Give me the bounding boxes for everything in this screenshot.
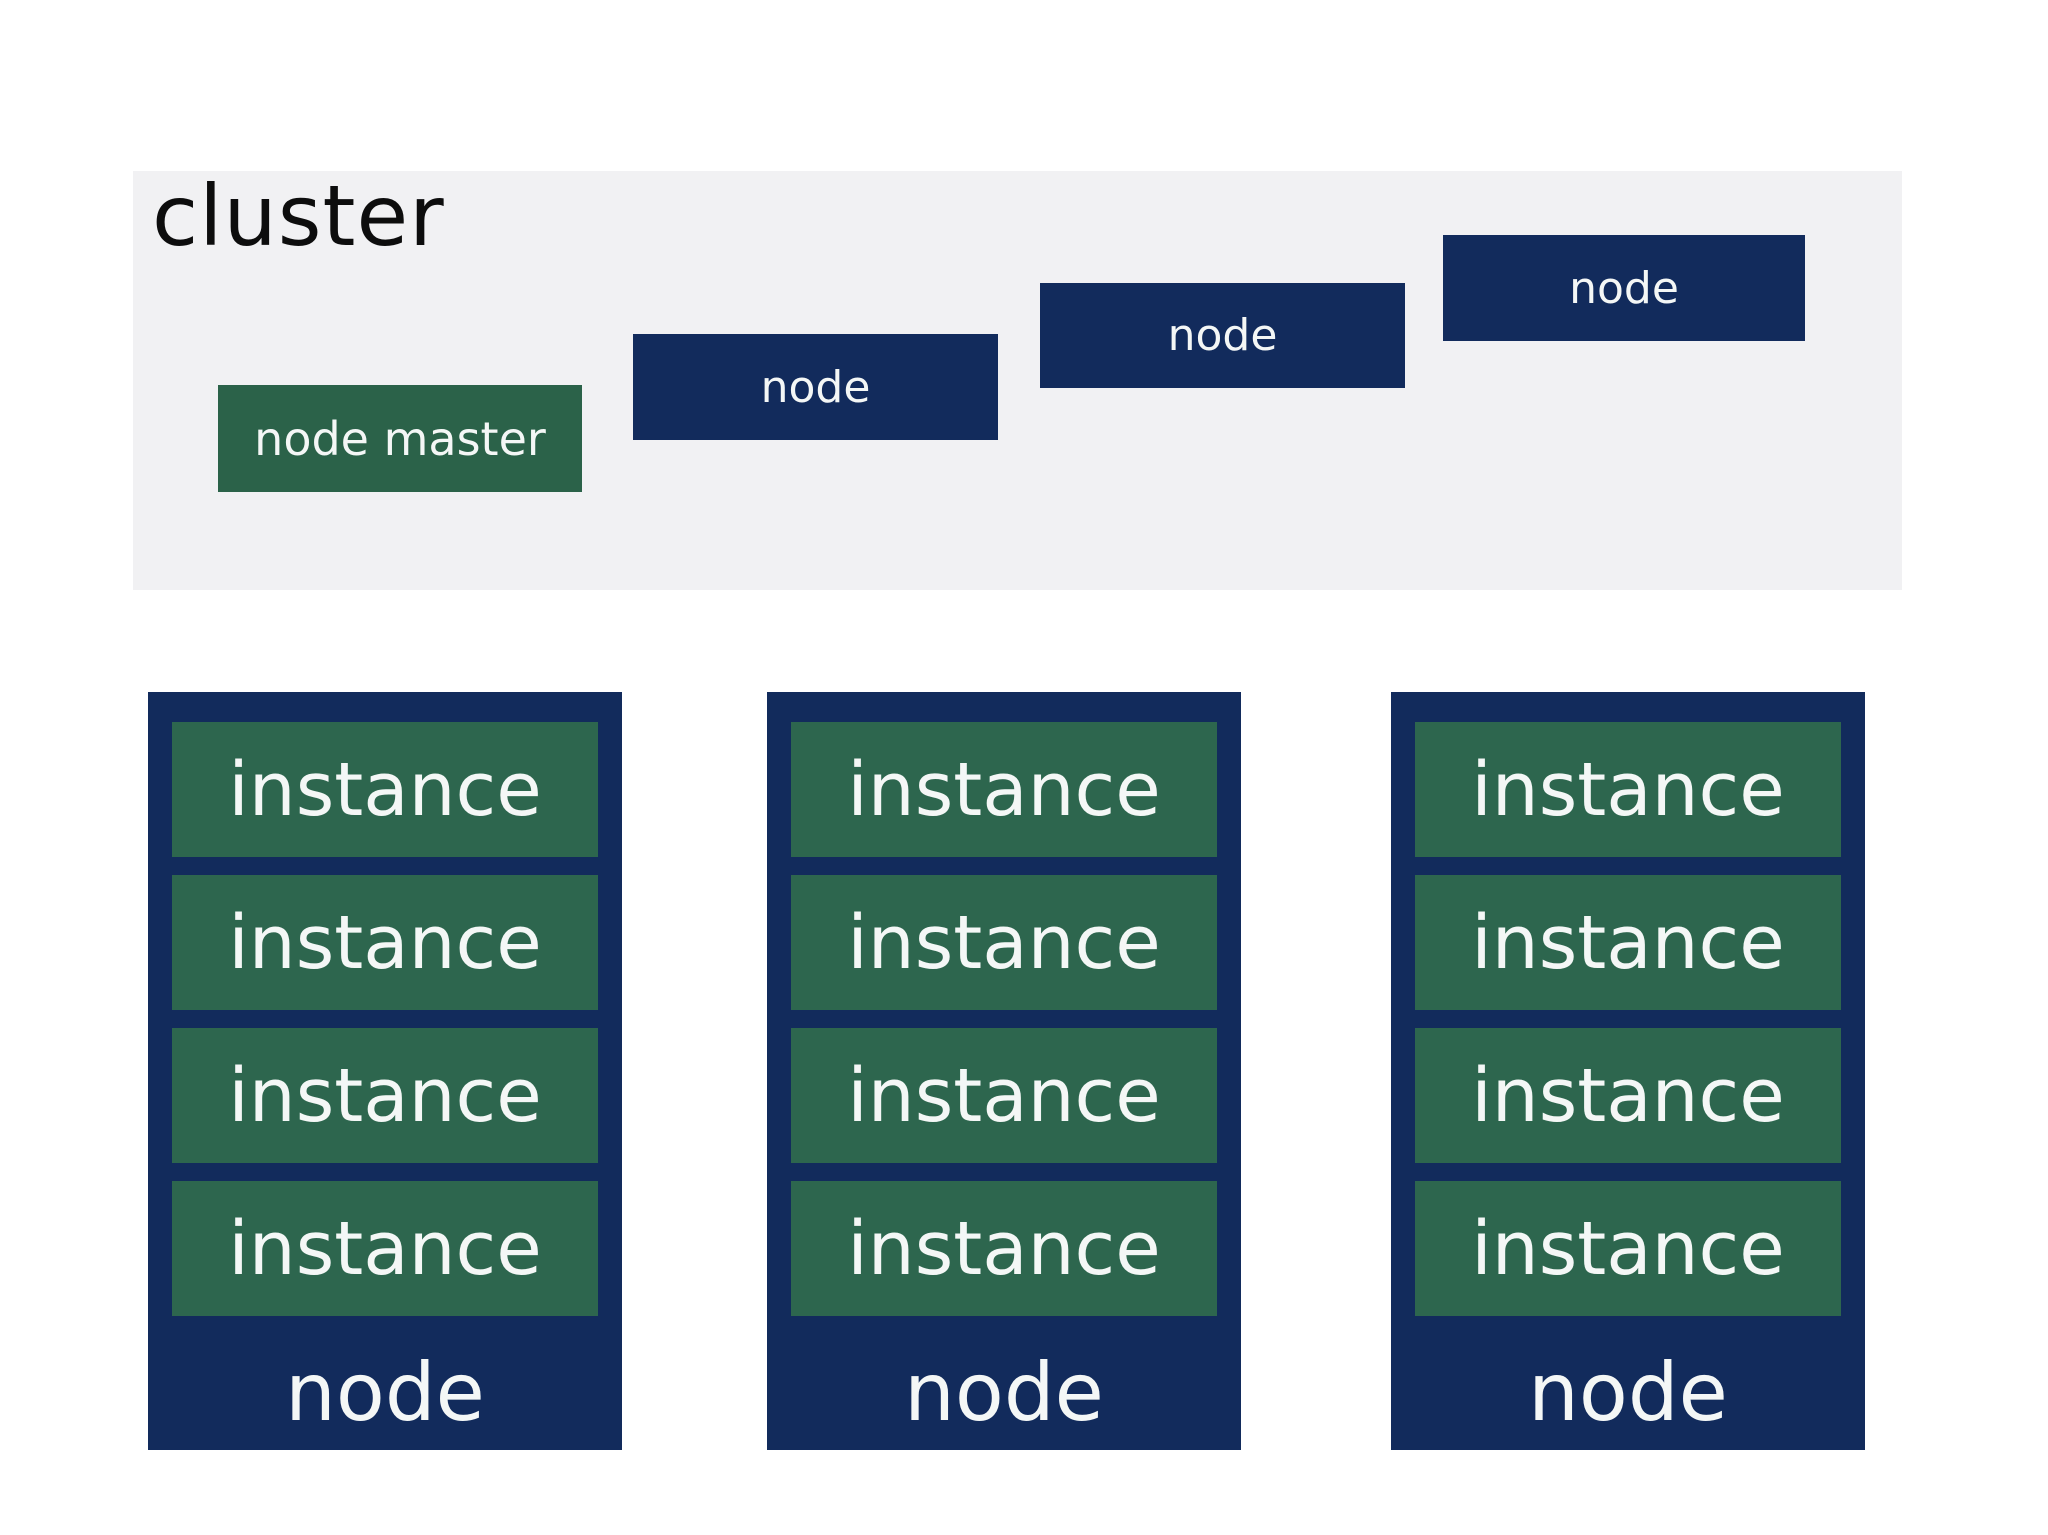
instance-box: instance xyxy=(1415,722,1841,857)
instance-label: instance xyxy=(1471,1052,1785,1139)
instance-box: instance xyxy=(172,1028,598,1163)
instance-box: instance xyxy=(791,722,1217,857)
instance-label: instance xyxy=(1471,899,1785,986)
worker-node-label: node xyxy=(1528,1345,1728,1439)
cluster-node-label: node xyxy=(1167,310,1278,361)
cluster-node-label: node xyxy=(1569,262,1679,314)
worker-node-box-1: instance instance instance instance node xyxy=(148,692,622,1450)
worker-node-box-3: instance instance instance instance node xyxy=(1391,692,1865,1450)
instance-label: instance xyxy=(228,1205,542,1292)
instance-box: instance xyxy=(791,1181,1217,1316)
cluster-node-box-2: node xyxy=(1040,283,1405,388)
instance-label: instance xyxy=(1471,746,1785,833)
instance-box: instance xyxy=(172,1181,598,1316)
instance-label: instance xyxy=(847,746,1161,833)
node-master-box: node master xyxy=(218,385,582,492)
instance-box: instance xyxy=(172,875,598,1010)
instance-label: instance xyxy=(228,746,542,833)
instance-label: instance xyxy=(847,1205,1161,1292)
instance-box: instance xyxy=(1415,1181,1841,1316)
cluster-title: cluster xyxy=(152,167,445,265)
instance-box: instance xyxy=(172,722,598,857)
instance-label: instance xyxy=(228,899,542,986)
cluster-node-box-3: node xyxy=(1443,235,1805,341)
cluster-node-box-1: node xyxy=(633,334,998,440)
instance-box: instance xyxy=(1415,875,1841,1010)
worker-node-box-2: instance instance instance instance node xyxy=(767,692,1241,1450)
instance-box: instance xyxy=(791,875,1217,1010)
worker-node-label: node xyxy=(285,1345,485,1439)
cluster-node-label: node xyxy=(760,361,871,413)
worker-node-label: node xyxy=(904,1345,1104,1439)
instance-box: instance xyxy=(1415,1028,1841,1163)
node-master-label: node master xyxy=(254,411,546,466)
instance-label: instance xyxy=(1471,1205,1785,1292)
instance-label: instance xyxy=(847,899,1161,986)
instance-label: instance xyxy=(228,1052,542,1139)
cluster-panel: cluster node master node node node xyxy=(133,167,1902,590)
instance-label: instance xyxy=(847,1052,1161,1139)
instance-box: instance xyxy=(791,1028,1217,1163)
